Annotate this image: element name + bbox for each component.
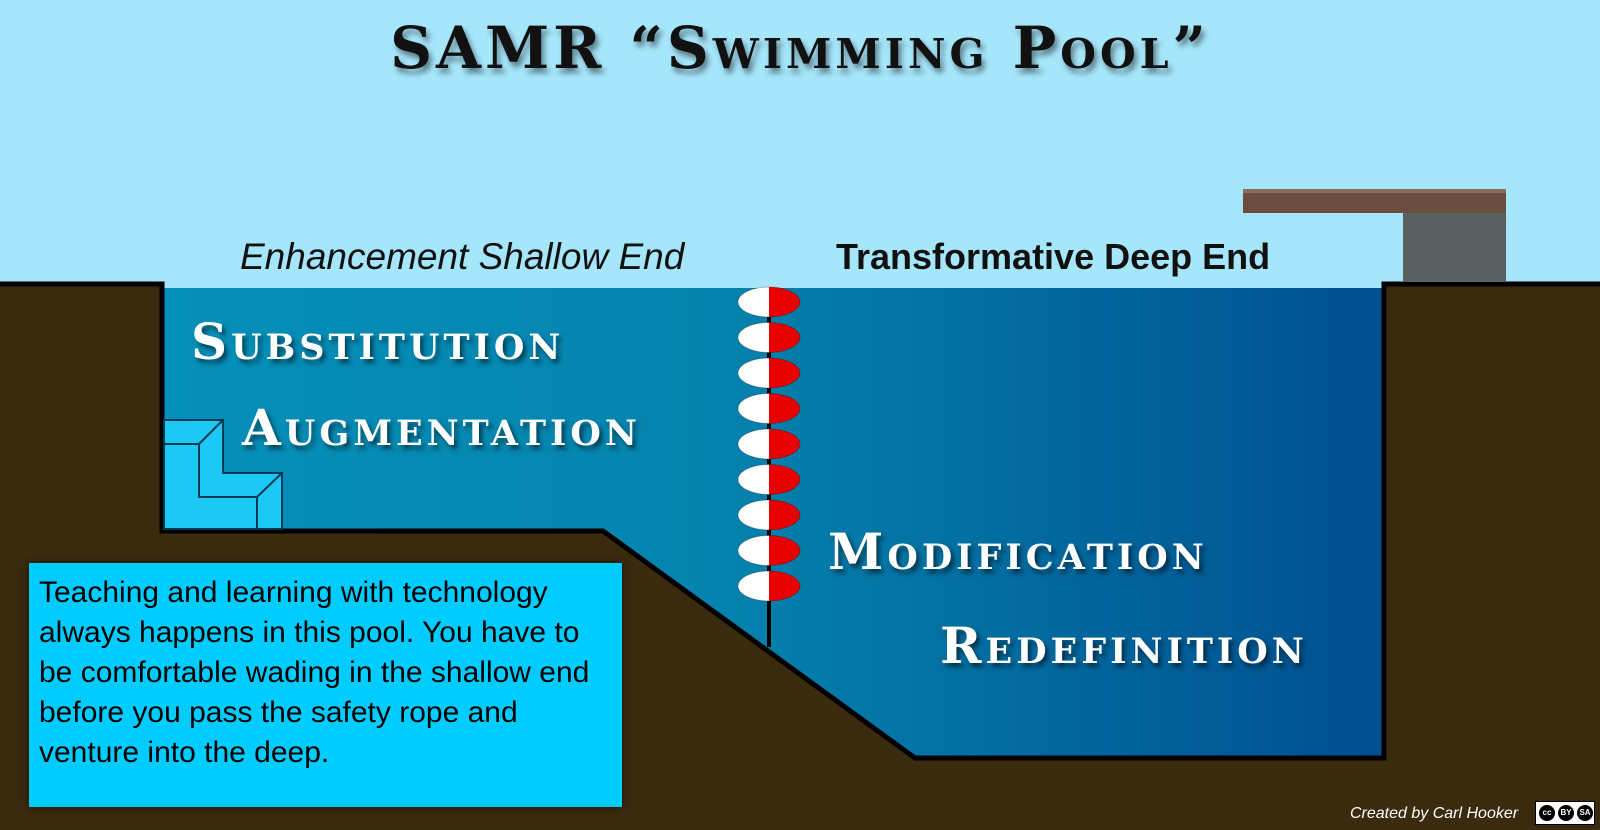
stage-augmentation: Augmentation	[242, 398, 641, 457]
rope-buoy	[737, 535, 801, 566]
rope-buoy	[737, 464, 801, 495]
page-title: SAMR “Swimming Pool”	[390, 14, 1210, 82]
rope-buoy	[737, 322, 801, 353]
pool-steps	[163, 419, 283, 530]
stage-redefinition: Redefinition	[940, 616, 1308, 675]
pool-outline	[0, 281, 1600, 761]
rope-buoys	[737, 286, 801, 602]
rope-buoy	[737, 428, 801, 460]
diving-board	[1243, 189, 1506, 282]
shallow-end-label: Enhancement Shallow End	[240, 236, 685, 277]
stage-substitution: Substitution	[191, 312, 565, 371]
rope-buoy	[737, 499, 801, 531]
deep-end-label: Transformative Deep End	[836, 236, 1271, 277]
rope-buoy	[737, 570, 801, 602]
rope-buoy	[737, 357, 801, 389]
rope-buoy	[737, 393, 801, 424]
stage-modification: Modification	[828, 522, 1208, 581]
credit-text: Created by Carl Hooker	[1350, 805, 1519, 822]
rope-buoy	[737, 286, 801, 318]
description-box: Teaching and learning with technology al…	[29, 563, 622, 807]
